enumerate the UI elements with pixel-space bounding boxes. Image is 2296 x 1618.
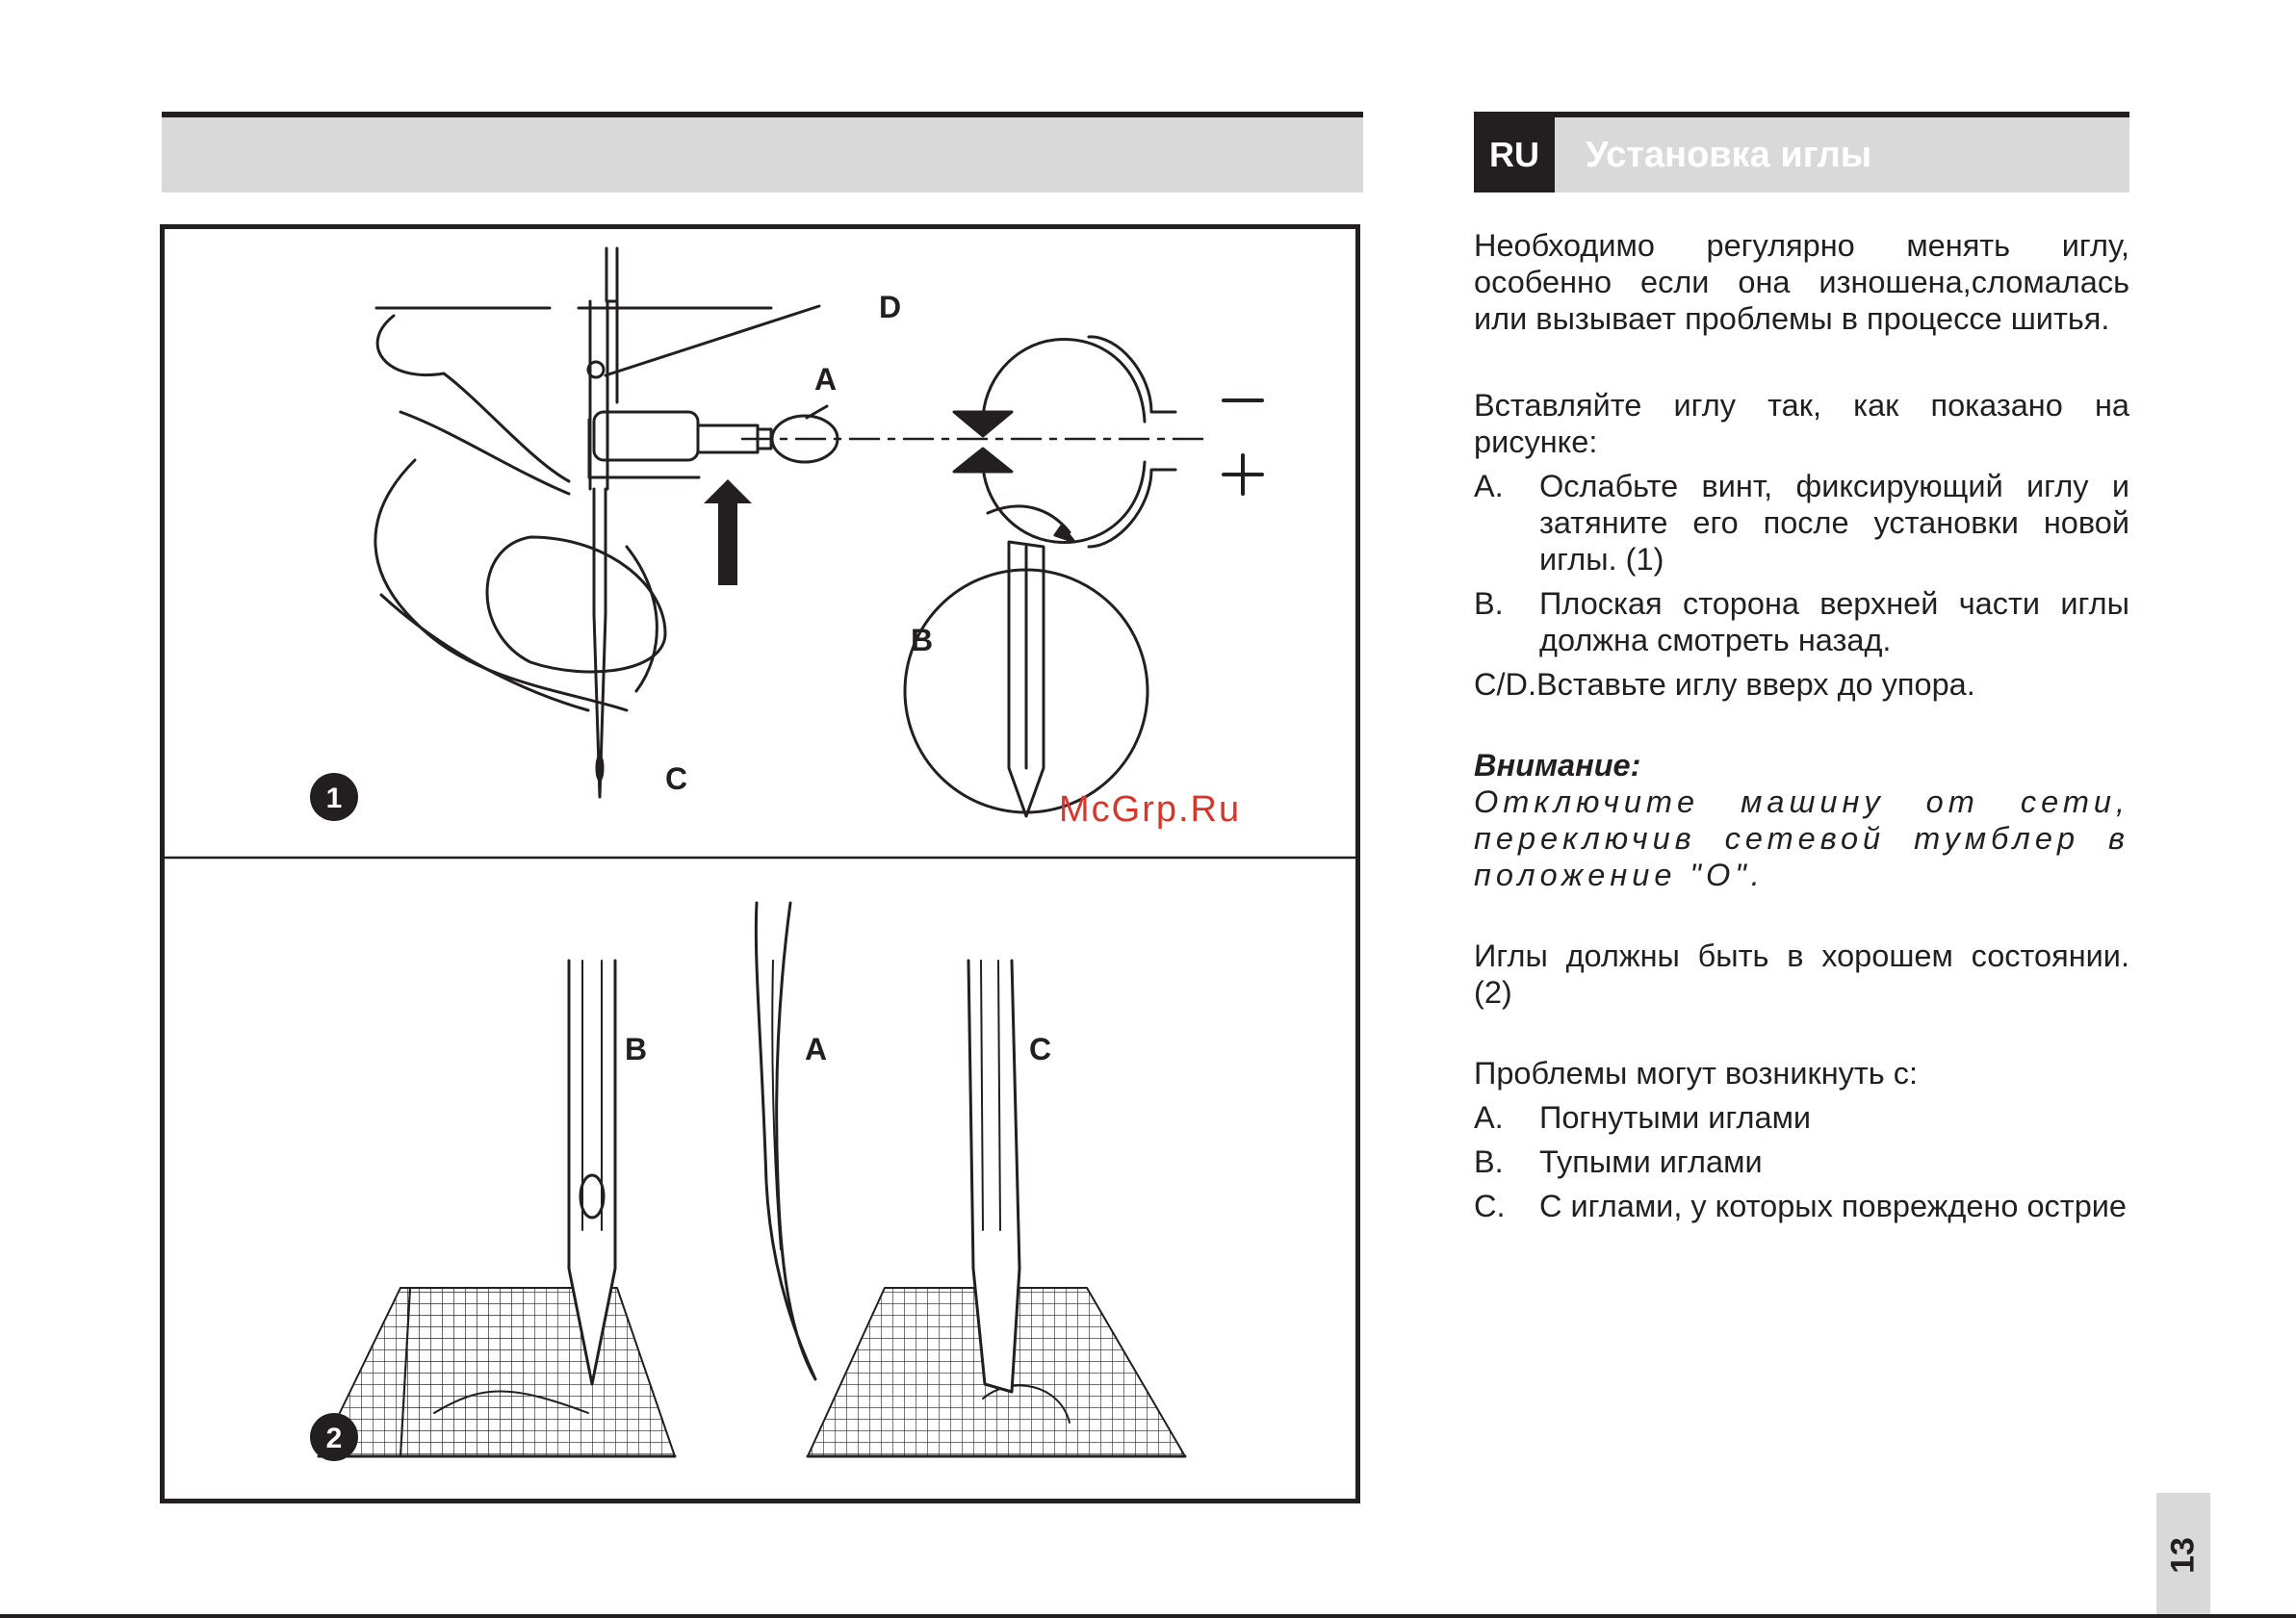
needle-illustration: D A B C B A C 1 2 – +: [165, 246, 1355, 1461]
warning-text: Отключите машину от сети, переключив сет…: [1474, 784, 2129, 892]
label-d: D: [879, 290, 901, 324]
up-arrow-icon: [704, 479, 752, 585]
problem-text: Тупыми иглами: [1539, 1144, 1763, 1179]
problem-marker: B.: [1474, 1144, 1504, 1179]
step-marker: C/D.: [1474, 667, 1536, 702]
figure-frame: D A B C B A C 1 2 – +: [160, 224, 1360, 1503]
problems-lead: Проблемы могут возникнуть с:: [1474, 1056, 1919, 1091]
problem-marker: C.: [1474, 1189, 1506, 1223]
instruction-text: Необходимо регулярно менять иглу, особен…: [1474, 227, 2129, 1224]
problem-item: A. Погнутыми иглами: [1474, 1099, 2129, 1136]
step-text: Ослабьте винт, фиксирующий иглу и затяни…: [1539, 469, 2129, 577]
figure-1-badge-number: 1: [326, 783, 343, 814]
intro-paragraph: Необходимо регулярно менять иглу, особен…: [1474, 228, 2129, 336]
needle-flat-side-detail: [903, 504, 1149, 818]
page-number: 13: [2164, 1537, 2202, 1574]
rotate-screw-icon: [952, 335, 1264, 549]
bottom-rule: [0, 1614, 2296, 1618]
problem-item: C. С иглами, у которых повреждено острие: [1474, 1188, 2129, 1224]
condition-paragraph: Иглы должны быть в хорошем состоянии. (2…: [1474, 938, 2129, 1010]
needle-clamp-drawing: [374, 246, 1206, 799]
label-b: B: [911, 623, 933, 657]
problem-item: B. Тупыми иглами: [1474, 1143, 2129, 1180]
problem-marker: A.: [1474, 1100, 1504, 1135]
section-title: Установка иглы: [1586, 135, 1872, 175]
step-marker: B.: [1474, 586, 1504, 621]
problem-text: Погнутыми иглами: [1539, 1100, 1812, 1135]
language-badge: RU: [1474, 117, 1555, 193]
problem-text: С иглами, у которых повреждено острие: [1539, 1189, 2127, 1223]
section-header: RU Установка иглы: [1474, 112, 2129, 193]
plus-label: +: [1224, 478, 1225, 480]
label-c: C: [665, 761, 687, 796]
figure-1-badge: [310, 773, 358, 821]
figure-2-badge-number: 2: [326, 1423, 343, 1454]
step-text: Плоская сторона верхней части иглы должн…: [1539, 586, 2129, 657]
needle-condition-drawing: [317, 901, 1187, 1458]
watermark: McGrp.Ru: [1059, 789, 1242, 830]
label-fig2-c: C: [1029, 1032, 1051, 1066]
left-header-band: [162, 112, 1363, 193]
label-fig2-a: A: [805, 1032, 827, 1066]
step-text: Вставьте иглу вверх до упора.: [1536, 667, 1975, 702]
insert-lead: Вставляйте иглу так, как показано на рис…: [1474, 388, 2129, 459]
label-a: A: [814, 362, 837, 397]
warning-title: Внимание:: [1474, 748, 1641, 783]
step-item: A. Ослабьте винт, фиксирующий иглу и зат…: [1474, 468, 2129, 578]
step-item: B. Плоская сторона верхней части иглы до…: [1474, 585, 2129, 658]
step-marker: A.: [1474, 469, 1504, 503]
page-number-tab: 13: [2156, 1493, 2210, 1618]
step-item: C/D. Вставьте иглу вверх до упора.: [1474, 666, 2129, 703]
label-fig2-b: B: [625, 1032, 647, 1066]
figure-2-badge: [310, 1413, 358, 1461]
